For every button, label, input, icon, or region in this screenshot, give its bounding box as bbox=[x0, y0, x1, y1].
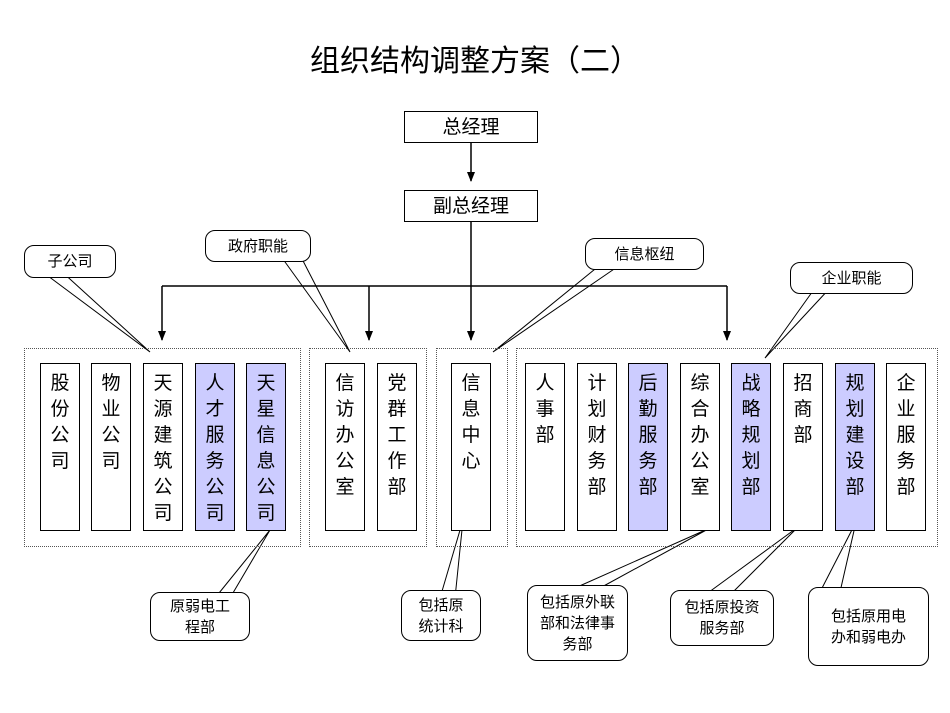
department-label: 战略规划部 bbox=[741, 372, 761, 498]
department-label: 招商部 bbox=[793, 372, 813, 446]
department-box: 招商部 bbox=[783, 363, 823, 531]
department-box: 人才服务公司 bbox=[195, 363, 235, 531]
callout-invest: 包括原投资服务部 bbox=[670, 590, 774, 646]
department-box: 物业公司 bbox=[91, 363, 131, 531]
callout-power: 包括原用电办和弱电办 bbox=[808, 587, 929, 666]
department-label: 物业公司 bbox=[101, 372, 121, 472]
department-box: 规划建设部 bbox=[835, 363, 875, 531]
department-label: 规划建设部 bbox=[845, 372, 865, 498]
department-label: 后勤服务部 bbox=[638, 372, 658, 498]
callout-liaison: 包括原外联部和法律事务部 bbox=[527, 585, 628, 661]
group-government bbox=[309, 348, 427, 547]
department-label: 企业服务部 bbox=[896, 372, 916, 498]
department-label: 天源建筑公司 bbox=[153, 372, 173, 524]
department-box: 计划财务部 bbox=[577, 363, 617, 531]
callout-stats: 包括原统计科 bbox=[401, 590, 481, 641]
department-box: 人事部 bbox=[525, 363, 565, 531]
department-label: 综合办公室 bbox=[690, 372, 710, 498]
callout-subsidiary: 子公司 bbox=[24, 245, 116, 278]
department-box: 信息中心 bbox=[451, 363, 491, 531]
department-label: 人才服务公司 bbox=[205, 372, 225, 524]
department-label: 股份公司 bbox=[50, 372, 70, 472]
department-label: 天星信息公司 bbox=[256, 372, 276, 524]
department-box: 天源建筑公司 bbox=[143, 363, 183, 531]
group-enterprise bbox=[516, 348, 938, 547]
callout-weak: 原弱电工程部 bbox=[150, 592, 250, 641]
callout-gov: 政府职能 bbox=[205, 230, 311, 262]
callout-info-hub: 信息枢纽 bbox=[585, 238, 704, 270]
department-label: 信息中心 bbox=[461, 372, 481, 472]
department-label: 信访办公室 bbox=[335, 372, 355, 498]
department-box: 股份公司 bbox=[40, 363, 80, 531]
department-label: 人事部 bbox=[535, 372, 555, 446]
department-box: 信访办公室 bbox=[325, 363, 365, 531]
department-box: 企业服务部 bbox=[886, 363, 926, 531]
general-manager-box: 总经理 bbox=[404, 111, 538, 143]
department-box: 战略规划部 bbox=[731, 363, 771, 531]
department-box: 综合办公室 bbox=[680, 363, 720, 531]
callout-enterprise: 企业职能 bbox=[790, 262, 913, 294]
page-title: 组织结构调整方案（二） bbox=[310, 44, 640, 79]
department-label: 计划财务部 bbox=[587, 372, 607, 498]
group-subsidiaries bbox=[24, 348, 301, 547]
department-box: 党群工作部 bbox=[377, 363, 417, 531]
department-label: 党群工作部 bbox=[387, 372, 407, 498]
group-info bbox=[436, 348, 508, 547]
department-box: 后勤服务部 bbox=[628, 363, 668, 531]
deputy-manager-box: 副总经理 bbox=[404, 190, 538, 222]
department-box: 天星信息公司 bbox=[246, 363, 286, 531]
